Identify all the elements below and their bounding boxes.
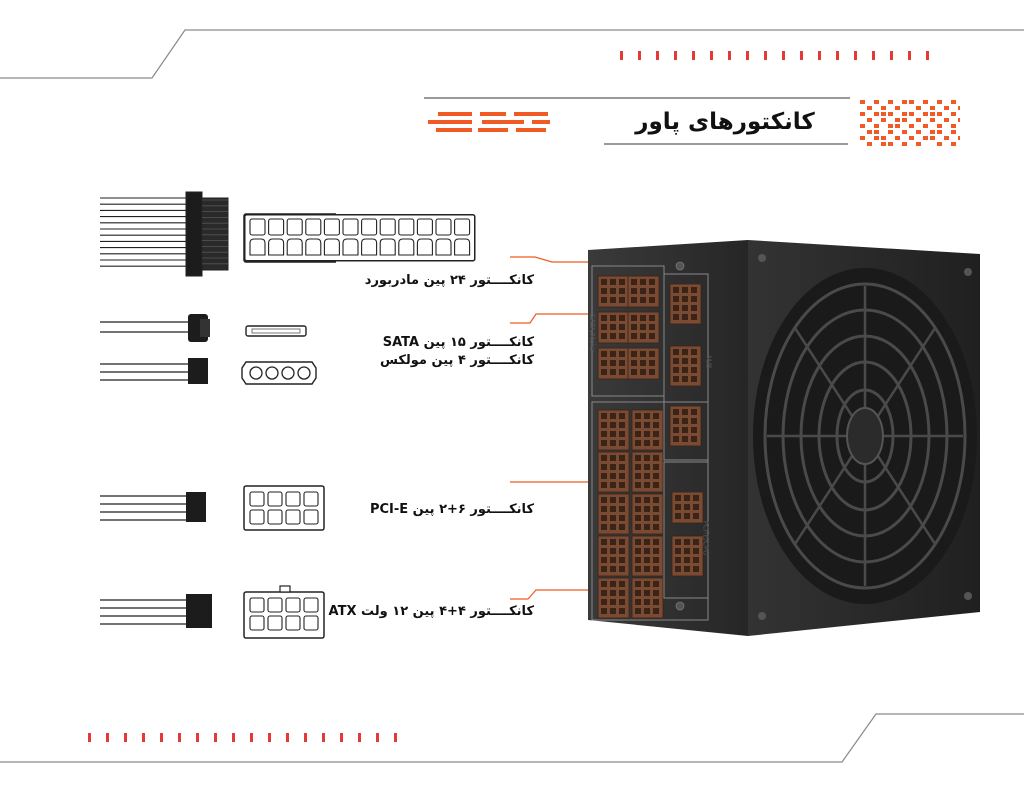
psu-illustration (588, 240, 980, 636)
bottom-dash-accent (88, 733, 397, 742)
cable-24pin (100, 191, 229, 277)
cable-molex (100, 358, 317, 385)
port-label-mb: M/B (704, 355, 713, 369)
port-label-pcie-cpu: PCI-E/CPU (701, 520, 710, 556)
label-pcie: کانکــــتور ۶+۲ پین PCI-E (369, 502, 534, 517)
label-sata-molex: کانکــــتور ۱۵ پین SATA کانکــــتور ۴ پی… (380, 334, 534, 370)
mb24-pin-grid (244, 214, 476, 262)
title-bar-decoration (424, 97, 960, 146)
label-atx: کانکــــتور ۴+۴ پین ۱۲ ولت ATX (328, 604, 534, 619)
orange-dash-group (428, 112, 550, 132)
top-dash-accent (620, 51, 929, 60)
port-label-sata-molex: SATA/Molex (588, 313, 597, 355)
page-title: کانکتورهای پاور (635, 109, 815, 135)
leader-lines (510, 256, 598, 600)
cable-atx (100, 585, 325, 639)
cable-sata (100, 314, 307, 342)
modular-panel (591, 265, 709, 621)
label-molex: کانکــــتور ۴ پین مولکس (379, 353, 534, 368)
cable-pcie (100, 485, 325, 531)
fan-grille (753, 268, 977, 604)
label-sata: کانکــــتور ۱۵ پین SATA (382, 335, 534, 350)
label-mb24: کانکــــتور ۲۴ پین مادربورد (364, 273, 534, 288)
